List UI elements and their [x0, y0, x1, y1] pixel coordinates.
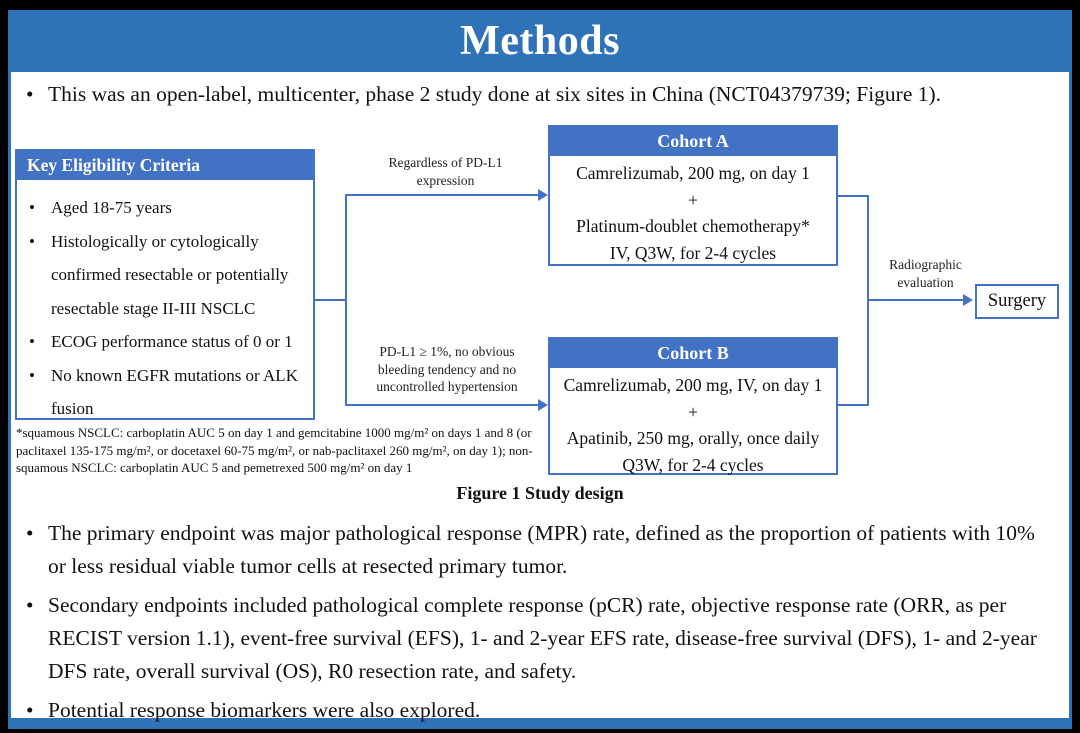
- arrow-line-cohort-b: [345, 404, 538, 406]
- branch-label-bottom: PD-L1 ≥ 1%, no obvious bleeding tendency…: [376, 344, 518, 394]
- eligibility-box: Key Eligibility Criteria Aged 18-75 year…: [15, 149, 315, 420]
- eligibility-item: No known EGFR mutations or ALK fusion: [26, 359, 309, 426]
- title-bar: Methods: [8, 10, 1072, 72]
- cohort-b-body: Camrelizumab, 200 mg, IV, on day 1 + Apati…: [550, 368, 836, 478]
- eligibility-item: Histologically or cytologically confirme…: [26, 225, 309, 326]
- cohort-a-line: Camrelizumab, 200 mg, on day 1: [576, 163, 810, 183]
- cohort-a-line: +: [688, 189, 698, 210]
- endpoint-bullet: Secondary endpoints included pathologica…: [26, 589, 1050, 688]
- cohort-b-line: Apatinib, 250 mg, orally, once daily: [566, 428, 820, 448]
- cohort-a-header: Cohort A: [550, 127, 836, 156]
- connector-stub-eligibility: [315, 299, 347, 301]
- cohort-b-line: +: [688, 401, 698, 422]
- cohort-b-header: Cohort B: [550, 339, 836, 368]
- cohort-a-line: Platinum-doublet chemotherapy*: [576, 216, 810, 236]
- evaluation-label: Radiographic evaluation: [889, 257, 962, 290]
- cohort-b-box: Cohort B Camrelizumab, 200 mg, IV, on da…: [548, 337, 838, 475]
- connector-vertical-left: [345, 194, 347, 406]
- cohort-a-line: IV, Q3W, for 2-4 cycles: [609, 242, 777, 263]
- arrowhead-cohort-b: [538, 399, 548, 411]
- connector-stub-cohort-a: [836, 195, 869, 197]
- figure-footnote: *squamous NSCLC: carboplatin AUC 5 on da…: [16, 425, 533, 475]
- endpoint-bullet: Potential response biomarkers were also …: [26, 694, 1050, 727]
- endpoint-bullet-list: The primary endpoint was major pathologi…: [26, 517, 1050, 733]
- arrowhead-surgery: [963, 294, 973, 306]
- arrow-line-cohort-a: [345, 194, 538, 196]
- connector-stub-cohort-b: [836, 404, 869, 406]
- arrow-line-surgery: [867, 299, 964, 301]
- cohort-b-line: Q3W, for 2-4 cycles: [622, 454, 764, 475]
- page-title: Methods: [460, 18, 620, 64]
- eligibility-header: Key Eligibility Criteria: [17, 151, 313, 180]
- surgery-box: Surgery: [975, 284, 1059, 319]
- endpoint-bullet: The primary endpoint was major pathologi…: [26, 517, 1050, 583]
- surgery-label: Surgery: [987, 291, 1047, 311]
- cohort-a-body: Camrelizumab, 200 mg, on day 1 + Platinum-…: [550, 156, 836, 266]
- cohort-b-line: Camrelizumab, 200 mg, IV, on day 1: [563, 375, 823, 395]
- intro-bullet: This was an open-label, multicenter, pha…: [26, 79, 1046, 109]
- cohort-a-box: Cohort A Camrelizumab, 200 mg, on day 1 +…: [548, 125, 838, 266]
- eligibility-item: ECOG performance status of 0 or 1: [26, 325, 309, 359]
- eligibility-item: Aged 18-75 years: [26, 191, 309, 225]
- branch-label-top: Regardless of PD-L1 expression: [388, 155, 503, 188]
- figure-caption: Figure 1 Study design: [456, 483, 624, 503]
- arrowhead-cohort-a: [538, 189, 548, 201]
- eligibility-list: Aged 18-75 yearsHistologically or cytolo…: [17, 180, 313, 426]
